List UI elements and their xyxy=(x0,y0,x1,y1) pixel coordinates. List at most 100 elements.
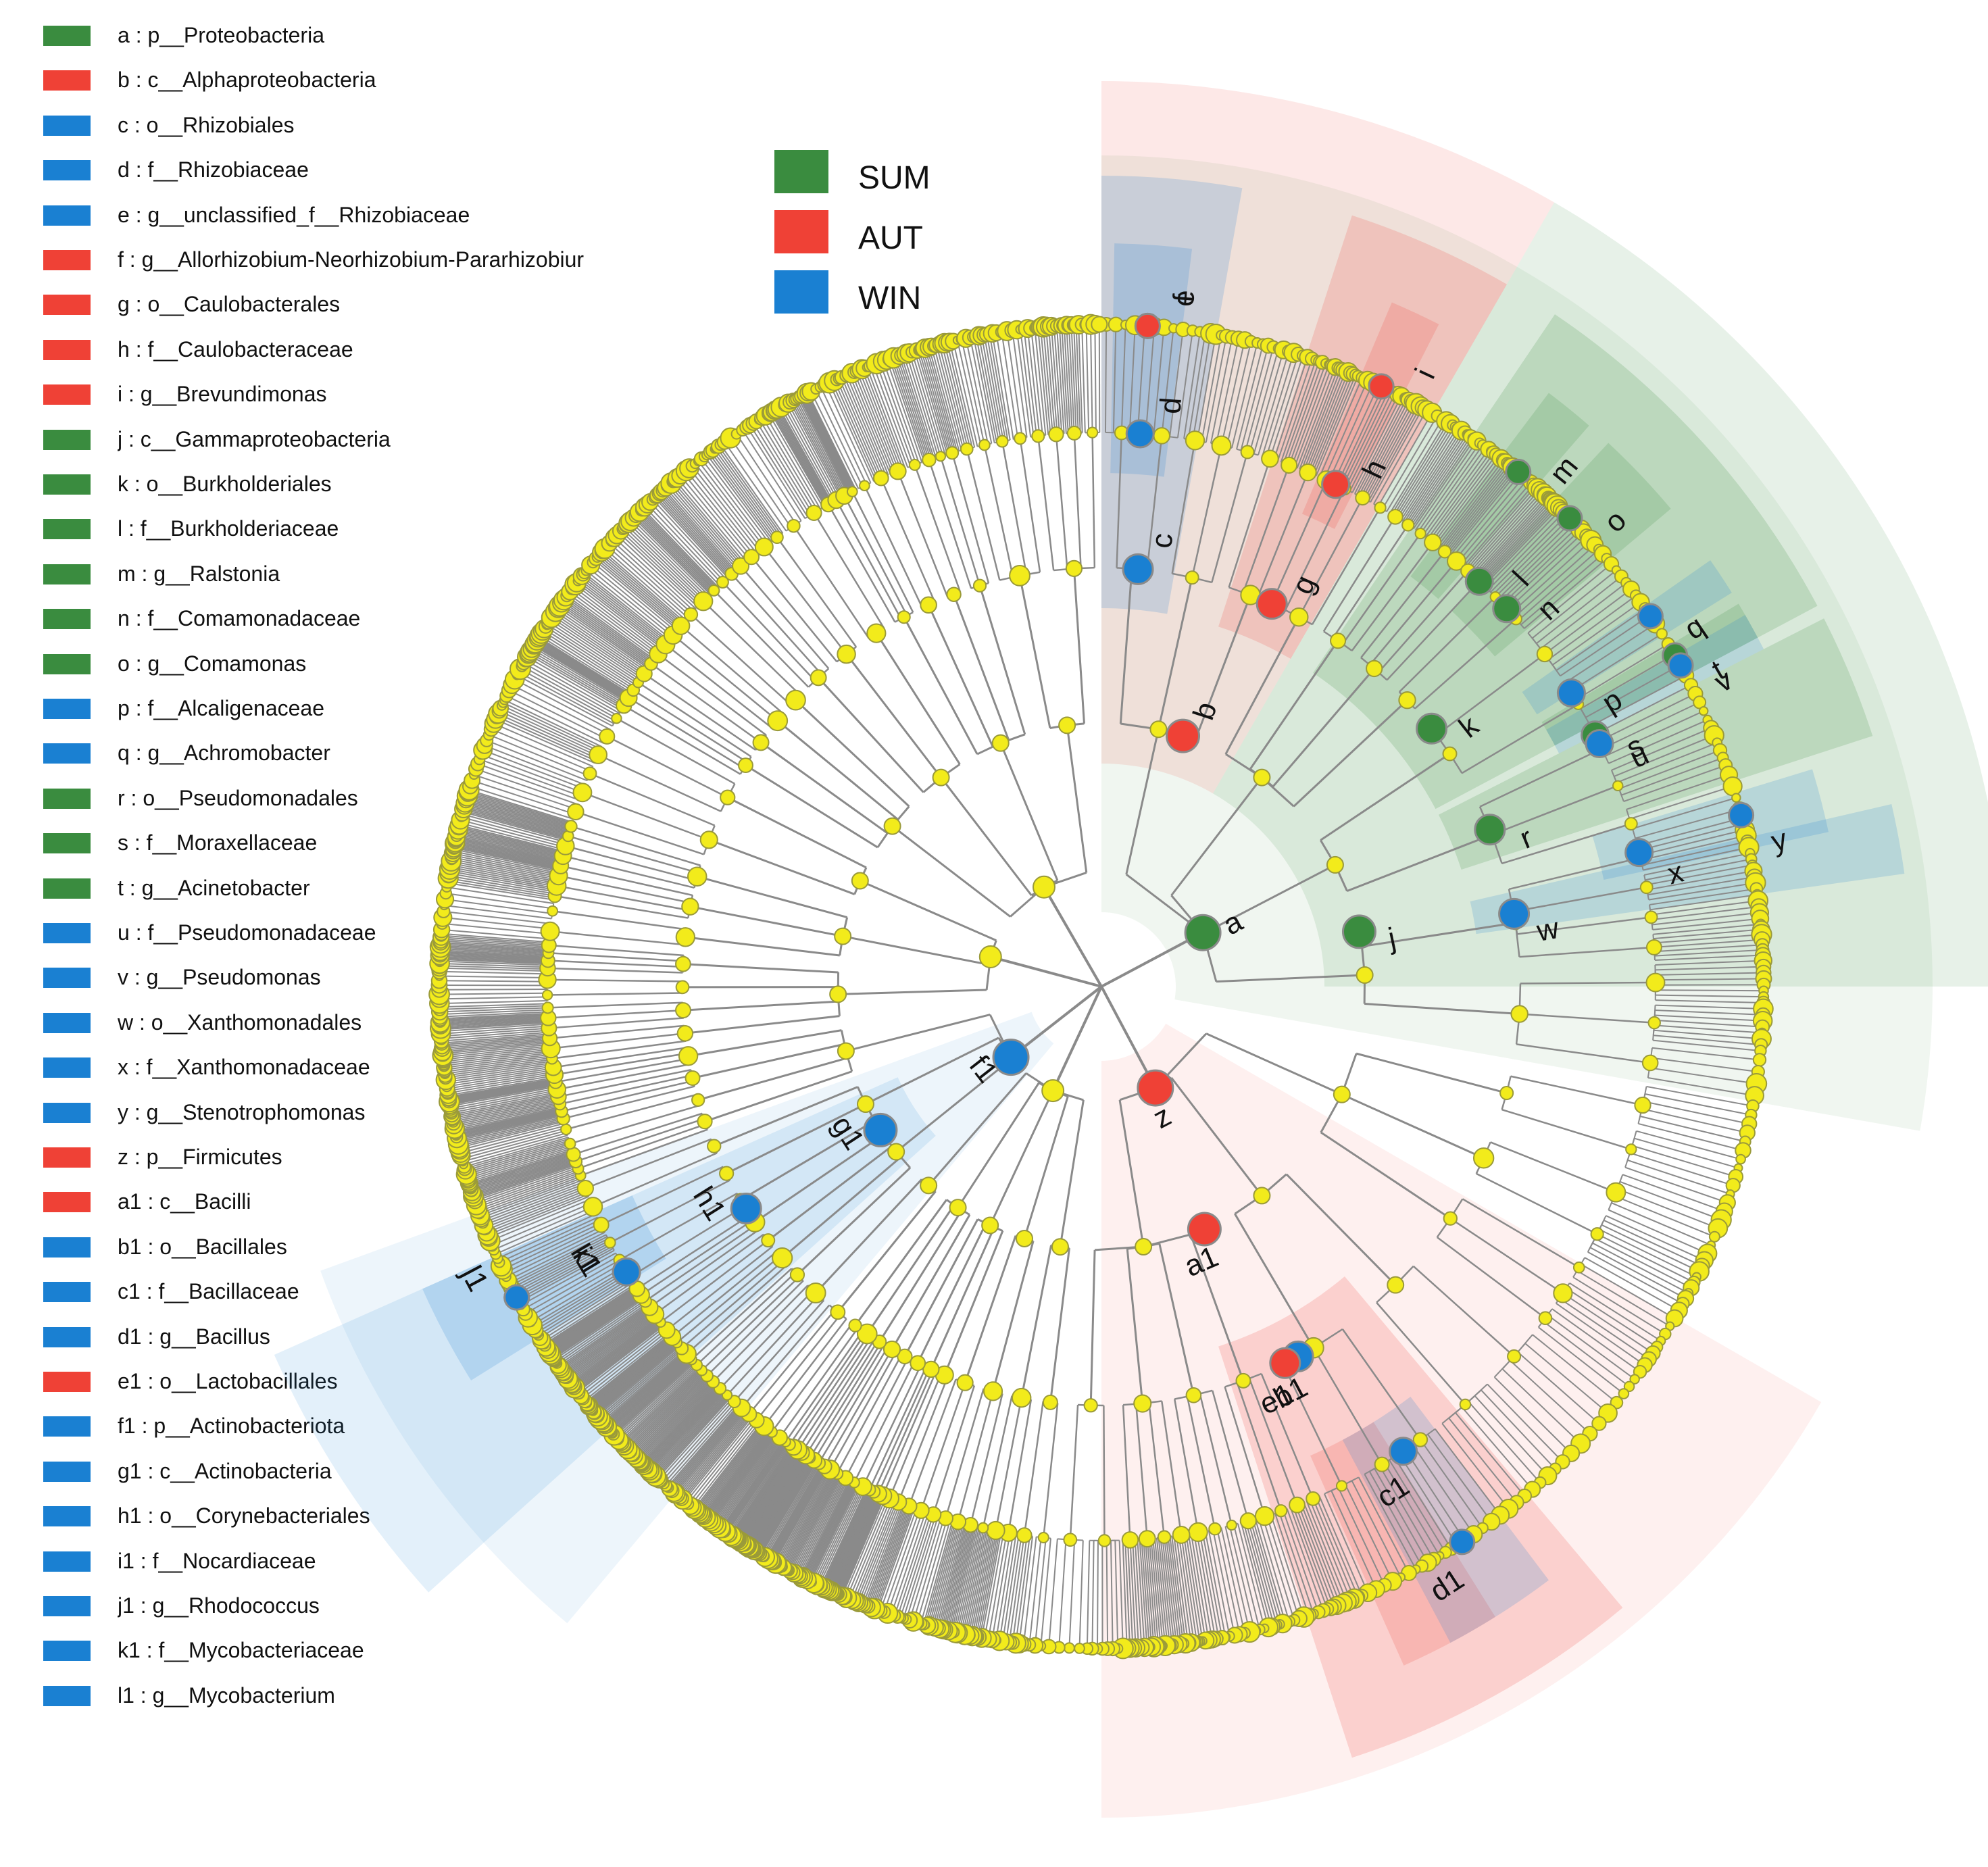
sector-win xyxy=(1101,176,1243,614)
branch xyxy=(926,347,957,453)
family-node xyxy=(593,1216,610,1233)
branch xyxy=(713,1435,778,1524)
branch xyxy=(1477,500,1552,580)
branch xyxy=(1192,333,1212,441)
branch xyxy=(712,449,777,539)
branch xyxy=(1620,1180,1722,1221)
branch xyxy=(891,825,1012,918)
branch xyxy=(549,1017,684,1029)
branch xyxy=(537,639,630,697)
branch xyxy=(932,1385,976,1515)
branch xyxy=(1481,504,1557,584)
branch xyxy=(1519,1013,1655,1024)
branch xyxy=(1134,1539,1143,1648)
branch xyxy=(795,1477,847,1574)
branch xyxy=(1018,1536,1034,1644)
branch xyxy=(797,1478,849,1576)
branch xyxy=(680,1414,751,1499)
branch xyxy=(657,653,767,736)
branch xyxy=(674,479,745,564)
branch xyxy=(781,1472,835,1568)
order-node xyxy=(678,1046,699,1066)
branch xyxy=(1559,1297,1649,1360)
branch xyxy=(1254,1518,1287,1623)
branch xyxy=(554,1052,689,1076)
branch xyxy=(645,1223,757,1302)
legend-swatch xyxy=(43,1282,91,1303)
branch xyxy=(441,1029,549,1040)
family-node xyxy=(1625,1143,1637,1155)
branch xyxy=(594,1342,678,1414)
branch xyxy=(1439,461,1506,548)
branch xyxy=(695,1424,763,1510)
family-node xyxy=(1121,1531,1139,1549)
legend-label: j : c__Gammaproteobacteria xyxy=(118,426,391,451)
branch xyxy=(1244,347,1274,452)
branch xyxy=(1435,1428,1501,1516)
branch xyxy=(835,499,902,620)
branch xyxy=(453,1101,560,1126)
branch xyxy=(505,1228,604,1278)
branch xyxy=(1341,389,1390,488)
branch xyxy=(453,1099,560,1123)
branch xyxy=(1249,640,1339,770)
branch xyxy=(1654,949,1763,957)
branch xyxy=(692,1422,760,1508)
legend-label: k1 : f__Mycobacteriaceae xyxy=(118,1638,364,1663)
branch xyxy=(1585,664,1681,718)
branch xyxy=(486,1191,588,1234)
family-node xyxy=(611,712,622,724)
legend-label: g1 : c__Actinobacteria xyxy=(118,1458,332,1483)
branch xyxy=(778,1327,859,1439)
branch xyxy=(1455,1412,1525,1497)
branch xyxy=(1634,1137,1739,1169)
legend-item-u: u : f__Pseudomonadaceae xyxy=(41,920,635,950)
branch xyxy=(805,1340,879,1456)
branch xyxy=(787,1474,839,1570)
branch xyxy=(589,1337,674,1407)
branch xyxy=(609,1357,691,1431)
branch xyxy=(451,1094,559,1118)
branch xyxy=(604,1352,687,1426)
branch xyxy=(439,1000,548,1005)
branch xyxy=(962,1528,987,1635)
branch xyxy=(860,880,997,942)
branch xyxy=(939,1524,968,1629)
branch xyxy=(1283,361,1320,464)
branch xyxy=(999,743,1059,881)
branch xyxy=(928,1072,1027,1187)
branch xyxy=(1309,372,1351,474)
legend-item-k: k : o__Burkholderiales xyxy=(41,472,635,501)
branch xyxy=(644,1387,720,1467)
branch xyxy=(755,421,814,514)
family-node xyxy=(564,1137,576,1150)
branch xyxy=(1126,1248,1144,1404)
branch xyxy=(546,1289,638,1349)
branch xyxy=(1356,1052,1508,1095)
branch xyxy=(1590,674,1687,727)
legend-item-l1: l1 : g__Mycobacterium xyxy=(41,1683,635,1713)
branch xyxy=(691,465,760,551)
branch xyxy=(938,344,967,450)
branch xyxy=(1364,403,1417,499)
branch xyxy=(1001,441,1028,575)
branch xyxy=(1296,366,1337,469)
branch xyxy=(820,386,868,485)
branch xyxy=(575,811,705,855)
branch xyxy=(1614,1195,1715,1238)
branch xyxy=(897,1513,932,1617)
branch xyxy=(1655,994,1764,998)
branch xyxy=(1560,614,1651,677)
branch xyxy=(1344,391,1393,489)
branch xyxy=(577,580,664,648)
branch xyxy=(443,1050,551,1065)
branch xyxy=(1153,1538,1166,1646)
order-node xyxy=(752,734,770,751)
branch xyxy=(580,577,666,645)
branch xyxy=(1328,382,1374,482)
class-node xyxy=(991,734,1010,752)
branch xyxy=(1517,1351,1600,1424)
branch xyxy=(903,1218,979,1358)
branch xyxy=(1048,1539,1058,1647)
legend-label: n : f__Comamonadaceae xyxy=(118,606,361,631)
